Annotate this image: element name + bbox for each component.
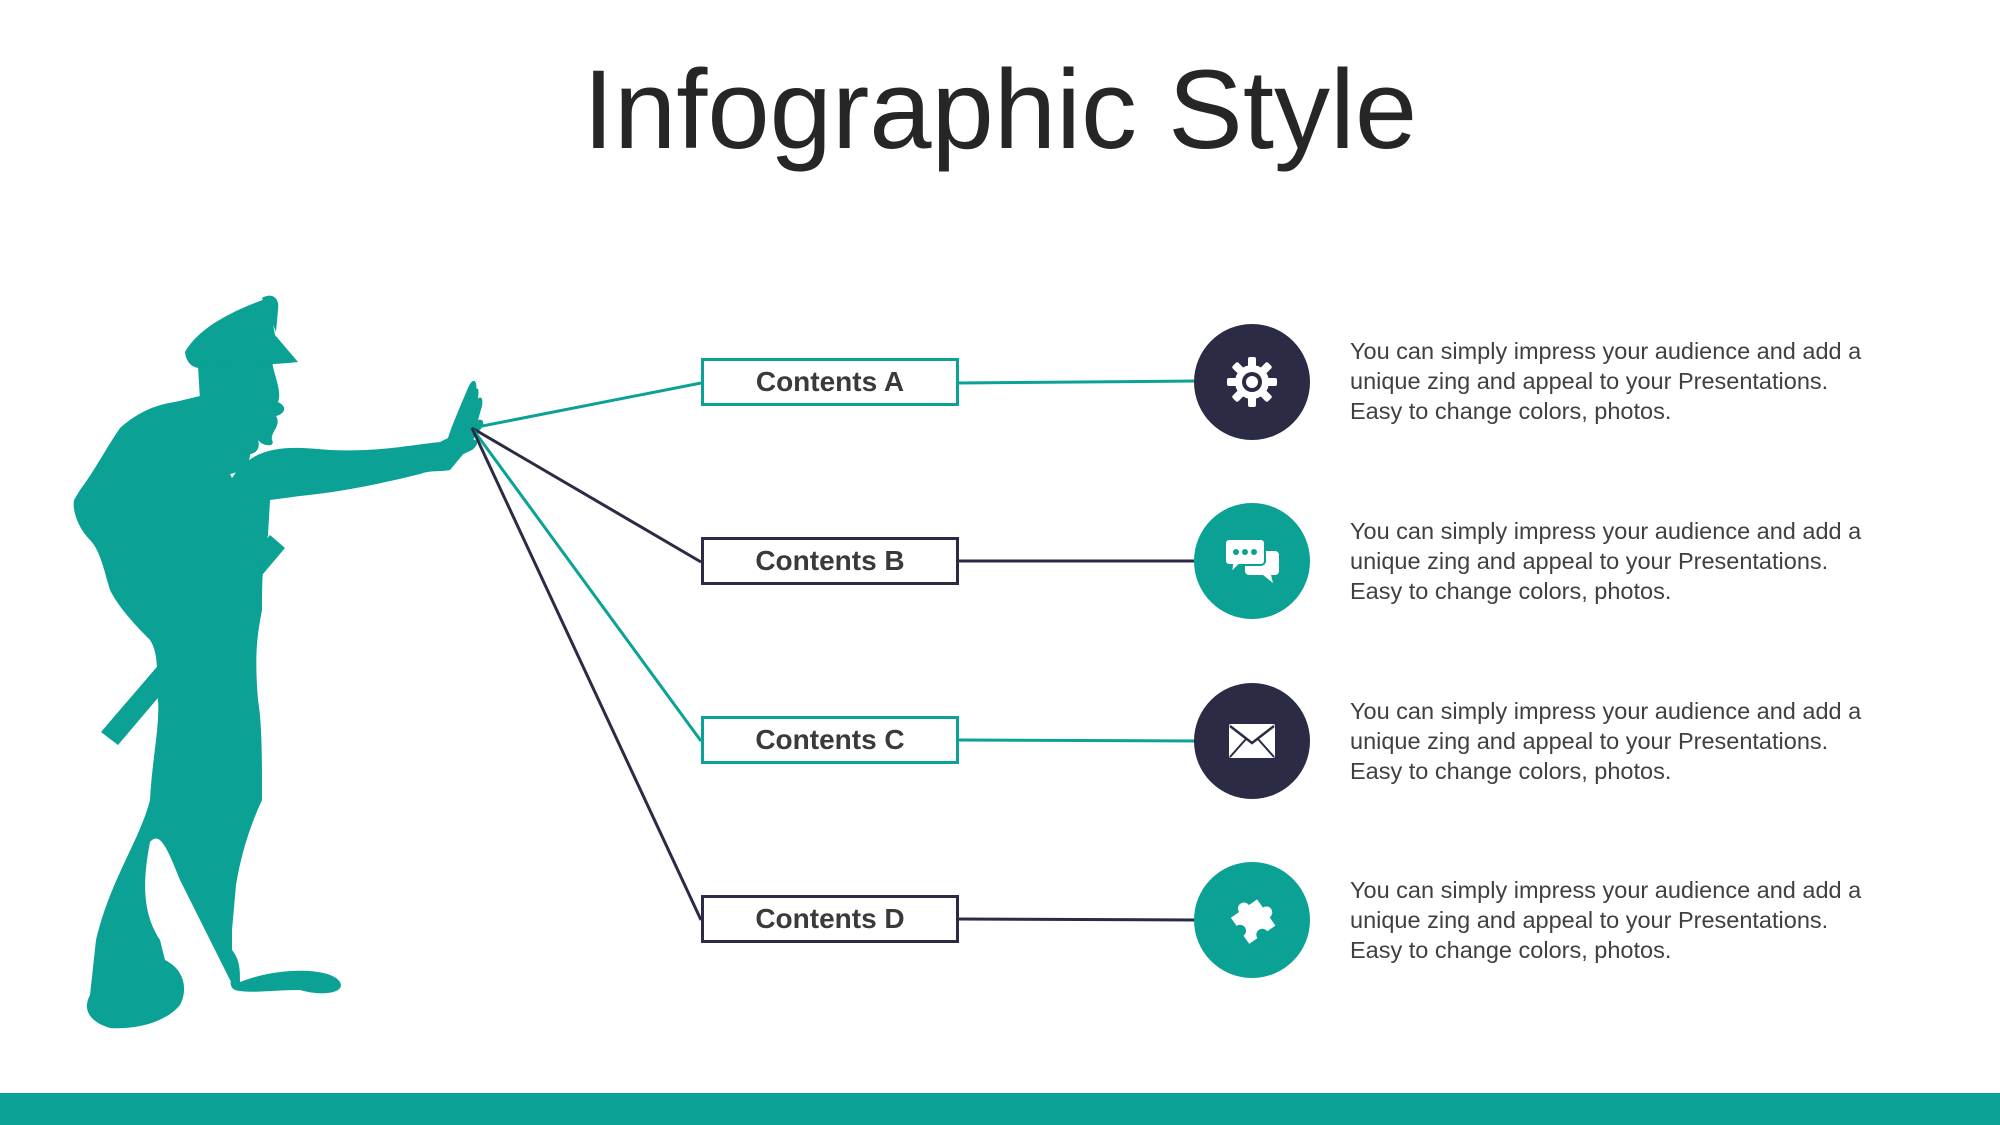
chat-bubbles-icon xyxy=(1224,538,1279,583)
contents-a-label: Contents A xyxy=(755,366,905,397)
connector-line-a xyxy=(471,381,702,430)
connector-line-c-right xyxy=(958,738,1197,743)
contents-d-circle xyxy=(1194,862,1310,978)
connector-line-a-right xyxy=(958,379,1197,385)
envelope-icon xyxy=(1229,724,1275,758)
contents-c-circle xyxy=(1194,683,1310,799)
contents-c-box: Contents C xyxy=(701,716,959,764)
gear-icon xyxy=(1227,357,1277,407)
contents-d-label: Contents D xyxy=(755,903,905,934)
connector-line-b xyxy=(471,426,702,564)
contents-b-description: You can simply impress your audience and… xyxy=(1350,518,1862,604)
contents-b-label: Contents B xyxy=(755,545,905,576)
slide-title: Infographic Style xyxy=(582,47,1418,172)
contents-b-box: Contents B xyxy=(701,537,959,585)
contents-d-box: Contents D xyxy=(701,895,959,943)
contents-d-description: You can simply impress your audience and… xyxy=(1350,877,1862,963)
footer-bar xyxy=(0,1093,2000,1125)
connector-line-d xyxy=(470,427,703,921)
contents-b-circle xyxy=(1194,503,1310,619)
contents-a-circle xyxy=(1194,324,1310,440)
contents-c-label: Contents C xyxy=(755,724,905,755)
puzzle-piece-icon xyxy=(1230,899,1276,944)
contents-c-description: You can simply impress your audience and… xyxy=(1350,698,1862,784)
contents-a-box: Contents A xyxy=(701,358,959,406)
police-officer-silhouette-icon xyxy=(73,295,484,1029)
connector-line-d-right xyxy=(958,917,1197,922)
connector-line-c xyxy=(470,427,703,742)
contents-a-description: You can simply impress your audience and… xyxy=(1350,338,1862,424)
